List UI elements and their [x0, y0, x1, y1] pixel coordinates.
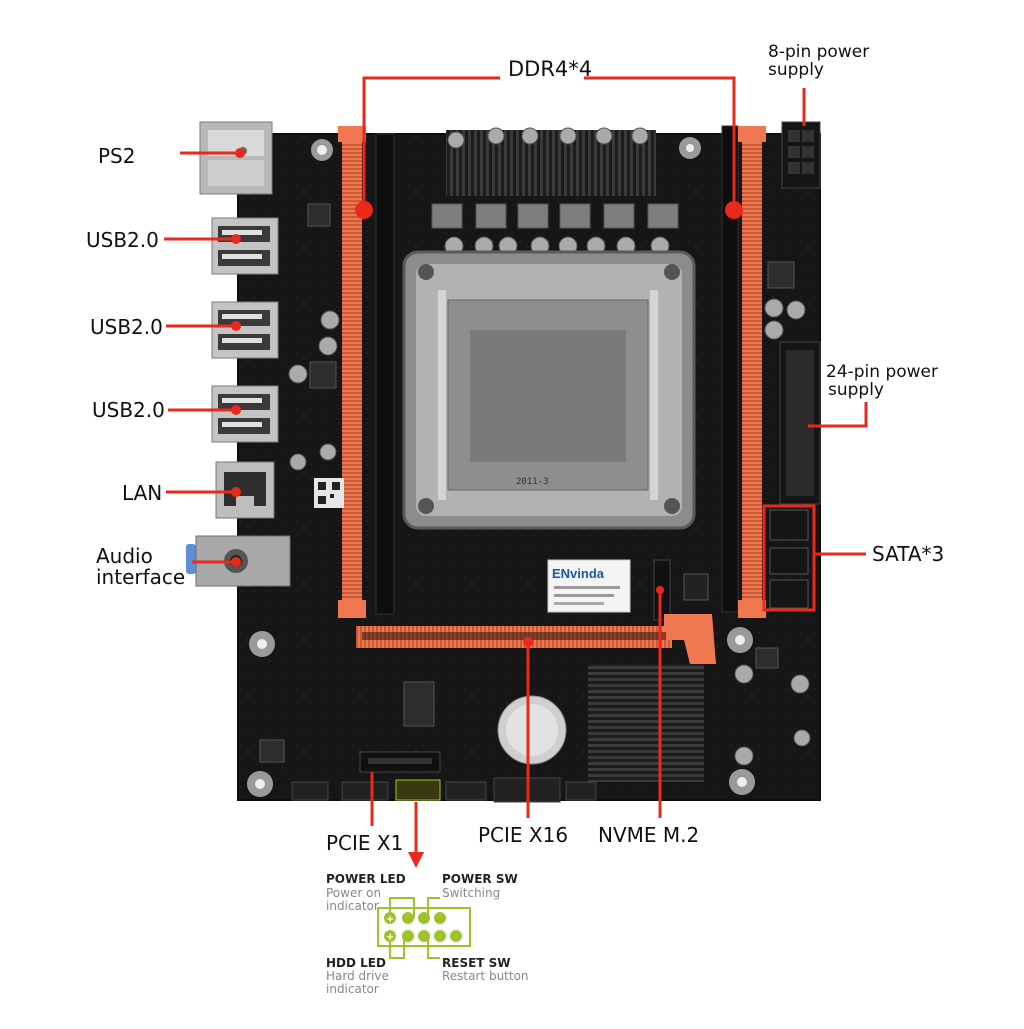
callout-lines	[164, 76, 868, 856]
cpu-socket: 2011-3	[402, 250, 696, 530]
power-sw-title: POWER SW	[442, 872, 518, 886]
hdd-led-sub-1: Hard drive	[326, 969, 389, 983]
reset-sw-title: RESET SW	[442, 956, 511, 970]
socket-marking: 2011-3	[516, 477, 549, 487]
power24-label-line1: 24-pin power	[826, 362, 939, 382]
ps2-port	[199, 121, 273, 195]
hdd-led-title: HDD LED	[326, 956, 386, 970]
svg-text:+: +	[386, 914, 394, 925]
ddr4-callout-right	[584, 76, 736, 210]
lan-port	[215, 461, 275, 519]
audio-label-line2: interface	[96, 565, 186, 589]
chipset-heatsink	[588, 664, 704, 782]
dimm-slots	[338, 125, 766, 618]
audio-label-line1: Audio	[96, 544, 153, 568]
front-panel-pins	[384, 912, 462, 942]
ddr4-callout	[362, 76, 500, 210]
pcie-x1-label: PCIE X1	[326, 831, 404, 855]
usb-label-3: USB2.0	[92, 398, 165, 422]
power-sw-sub: Switching	[442, 886, 501, 900]
power8-label-line1: 8-pin power	[768, 42, 870, 62]
lan-label: LAN	[122, 481, 163, 505]
small-chips	[259, 203, 795, 763]
power-24pin	[779, 341, 821, 505]
vrm-heatsink	[446, 130, 656, 196]
usb-port-2	[211, 301, 279, 359]
capacitors	[288, 127, 811, 766]
front-panel-diagram	[377, 897, 471, 959]
svg-text:+: +	[386, 932, 394, 943]
ddr4-label: DDR4*4	[508, 57, 593, 81]
sata-ports	[769, 509, 809, 609]
usb-port-3	[211, 385, 279, 443]
usb-label-2: USB2.0	[90, 315, 163, 339]
brand-text: ENvinda	[552, 566, 605, 581]
vrm-chokes	[431, 203, 679, 229]
brand-sticker: ENvinda	[547, 559, 631, 613]
power-led-sub-1: Power on	[326, 886, 382, 900]
ps2-label: PS2	[98, 144, 136, 168]
hdd-led-sub-2: indicator	[326, 982, 379, 996]
pcie-x16-label: PCIE X16	[478, 823, 569, 847]
power8-label-line2: supply	[768, 60, 824, 80]
mount-holes	[247, 137, 755, 797]
sata-box	[762, 504, 816, 612]
power-led-sub-2: indicator	[326, 899, 379, 913]
sata-label: SATA*3	[872, 542, 945, 566]
power24-label-line2: supply	[828, 380, 884, 400]
usb-label-1: USB2.0	[86, 228, 159, 252]
pcie-x1-slot	[359, 751, 441, 773]
power24-callout	[808, 402, 868, 428]
reset-sw-sub: Restart button	[442, 969, 529, 983]
usb-port-1	[211, 217, 279, 275]
power-8pin	[781, 121, 821, 189]
cmos-battery	[497, 695, 567, 765]
nvme-label: NVME M.2	[598, 823, 700, 847]
power-led-title: POWER LED	[326, 872, 406, 886]
pcie-x16-slot	[356, 614, 716, 664]
